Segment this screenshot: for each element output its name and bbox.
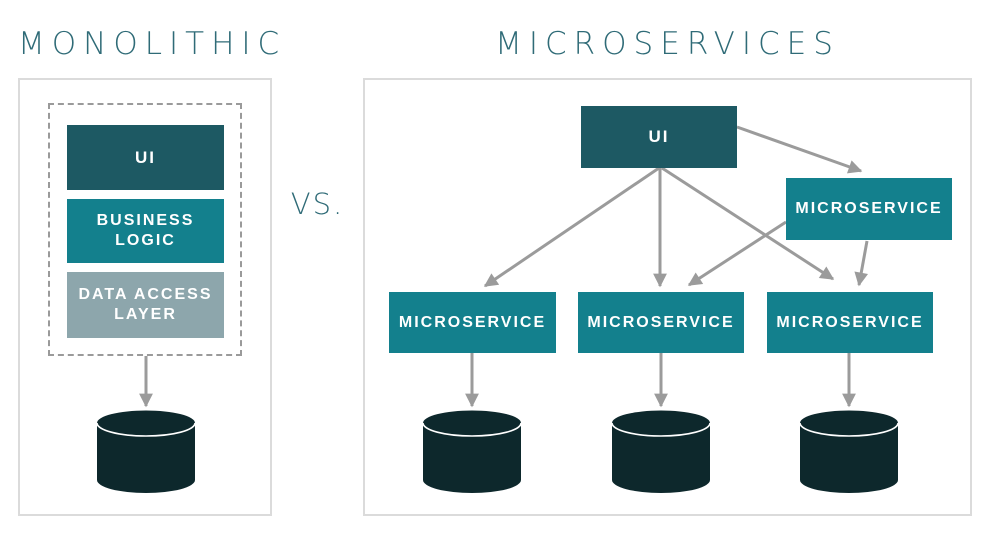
database-icon: [96, 410, 196, 493]
database-icon: [799, 410, 899, 493]
monolith-business-logic-layer: BUSINESS LOGIC: [67, 199, 224, 263]
monolith-boundary: [48, 103, 242, 356]
monolithic-title: MONOLITHIC: [18, 26, 287, 62]
microservice-node-3: MICROSERVICE: [767, 292, 933, 353]
monolith-data-access-layer: DATA ACCESS LAYER: [67, 272, 224, 338]
database-icon: [422, 410, 522, 493]
monolith-ui-layer: UI: [67, 125, 224, 190]
database-icon: [611, 410, 711, 493]
microservice-node-2: MICROSERVICE: [578, 292, 744, 353]
microservices-title: MICROSERVICES: [495, 26, 840, 62]
gateway-microservice-node: MICROSERVICE: [786, 178, 952, 240]
microservice-node-1: MICROSERVICE: [389, 292, 556, 353]
versus-label: VS.: [290, 187, 345, 221]
microservices-ui-node: UI: [581, 106, 737, 168]
